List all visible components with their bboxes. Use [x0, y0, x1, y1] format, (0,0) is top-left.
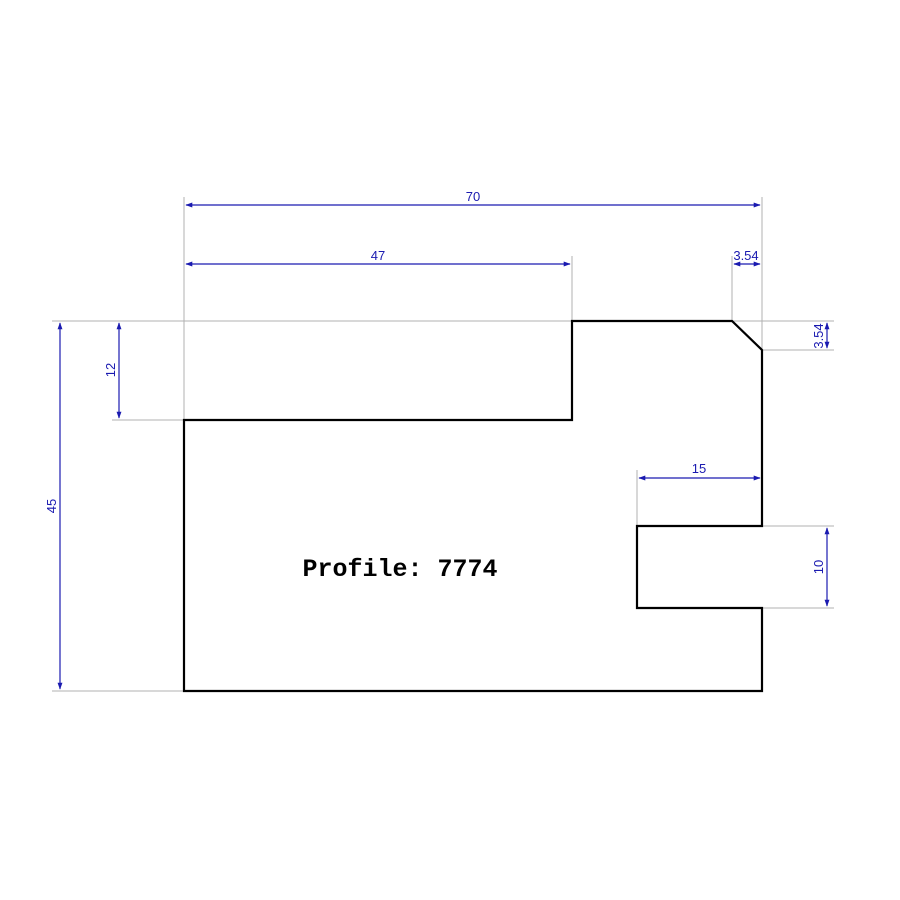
dim-chamfer-horizontal-label: 3.54: [733, 248, 758, 263]
dimension-lines: [57, 202, 830, 690]
dim-chamfer-vertical-label: 3.54: [811, 323, 826, 348]
profile-outline: [182, 319, 764, 693]
dim-overall-width-label: 70: [466, 189, 480, 204]
profile-title: Profile: 7774: [302, 555, 497, 584]
dim-rebate-height-label: 10: [811, 560, 826, 574]
dim-overall-height-label: 45: [44, 499, 59, 513]
extension-lines: [52, 197, 834, 692]
dim-rebate-depth-label: 15: [692, 461, 706, 476]
dim-upper-width-label: 47: [371, 248, 385, 263]
dim-step-height-label: 12: [103, 363, 118, 377]
